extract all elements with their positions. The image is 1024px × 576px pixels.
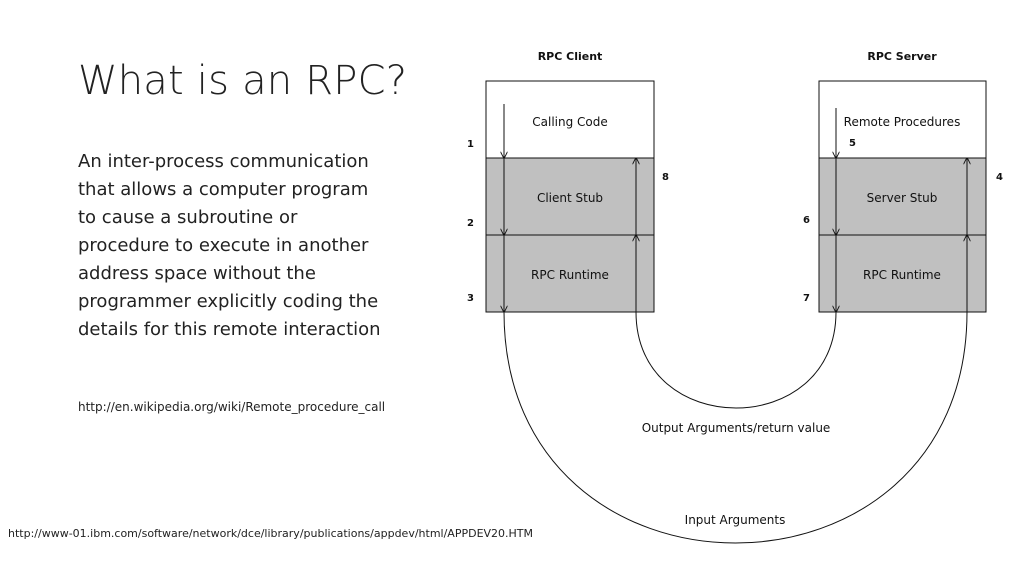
client-box-label: RPC Runtime bbox=[531, 268, 609, 282]
server-header: RPC Server bbox=[867, 50, 937, 63]
step-number: 2 bbox=[467, 218, 474, 229]
step-number: 7 bbox=[803, 293, 810, 304]
server-box-label: Remote Procedures bbox=[844, 115, 961, 129]
output-arguments-curve bbox=[635, 311, 837, 409]
client-header: RPC Client bbox=[538, 50, 603, 63]
output-arguments-label: Output Arguments/return value bbox=[642, 421, 831, 435]
client-box-label: Calling Code bbox=[532, 115, 608, 129]
server-remote-procedures-box bbox=[818, 80, 987, 159]
footer-url[interactable]: http://www-01.ibm.com/software/network/d… bbox=[8, 527, 534, 540]
step-number: 5 bbox=[849, 138, 856, 149]
server-box-label: RPC Runtime bbox=[863, 268, 941, 282]
input-label-background bbox=[676, 510, 794, 528]
slide-title: What is an RPC? bbox=[78, 58, 408, 104]
client-calling-code-box bbox=[485, 80, 655, 159]
input-arguments-curve bbox=[503, 311, 968, 544]
client-runtime-box bbox=[485, 234, 655, 313]
step-number: 8 bbox=[662, 172, 669, 183]
step-number: 6 bbox=[803, 215, 810, 226]
client-stub-box bbox=[485, 157, 655, 236]
slide-body-text: An inter-process communication that allo… bbox=[78, 151, 381, 340]
step-number: 4 bbox=[996, 172, 1003, 183]
server-box-label: Server Stub bbox=[867, 191, 938, 205]
server-stub-box bbox=[818, 157, 987, 236]
step-number: 1 bbox=[467, 139, 474, 150]
client-box-label: Client Stub bbox=[537, 191, 603, 205]
source-link[interactable]: http://en.wikipedia.org/wiki/Remote_proc… bbox=[78, 400, 386, 414]
input-arguments-label: Input Arguments bbox=[685, 513, 786, 527]
server-runtime-box bbox=[818, 234, 987, 313]
step-number: 3 bbox=[467, 293, 474, 304]
